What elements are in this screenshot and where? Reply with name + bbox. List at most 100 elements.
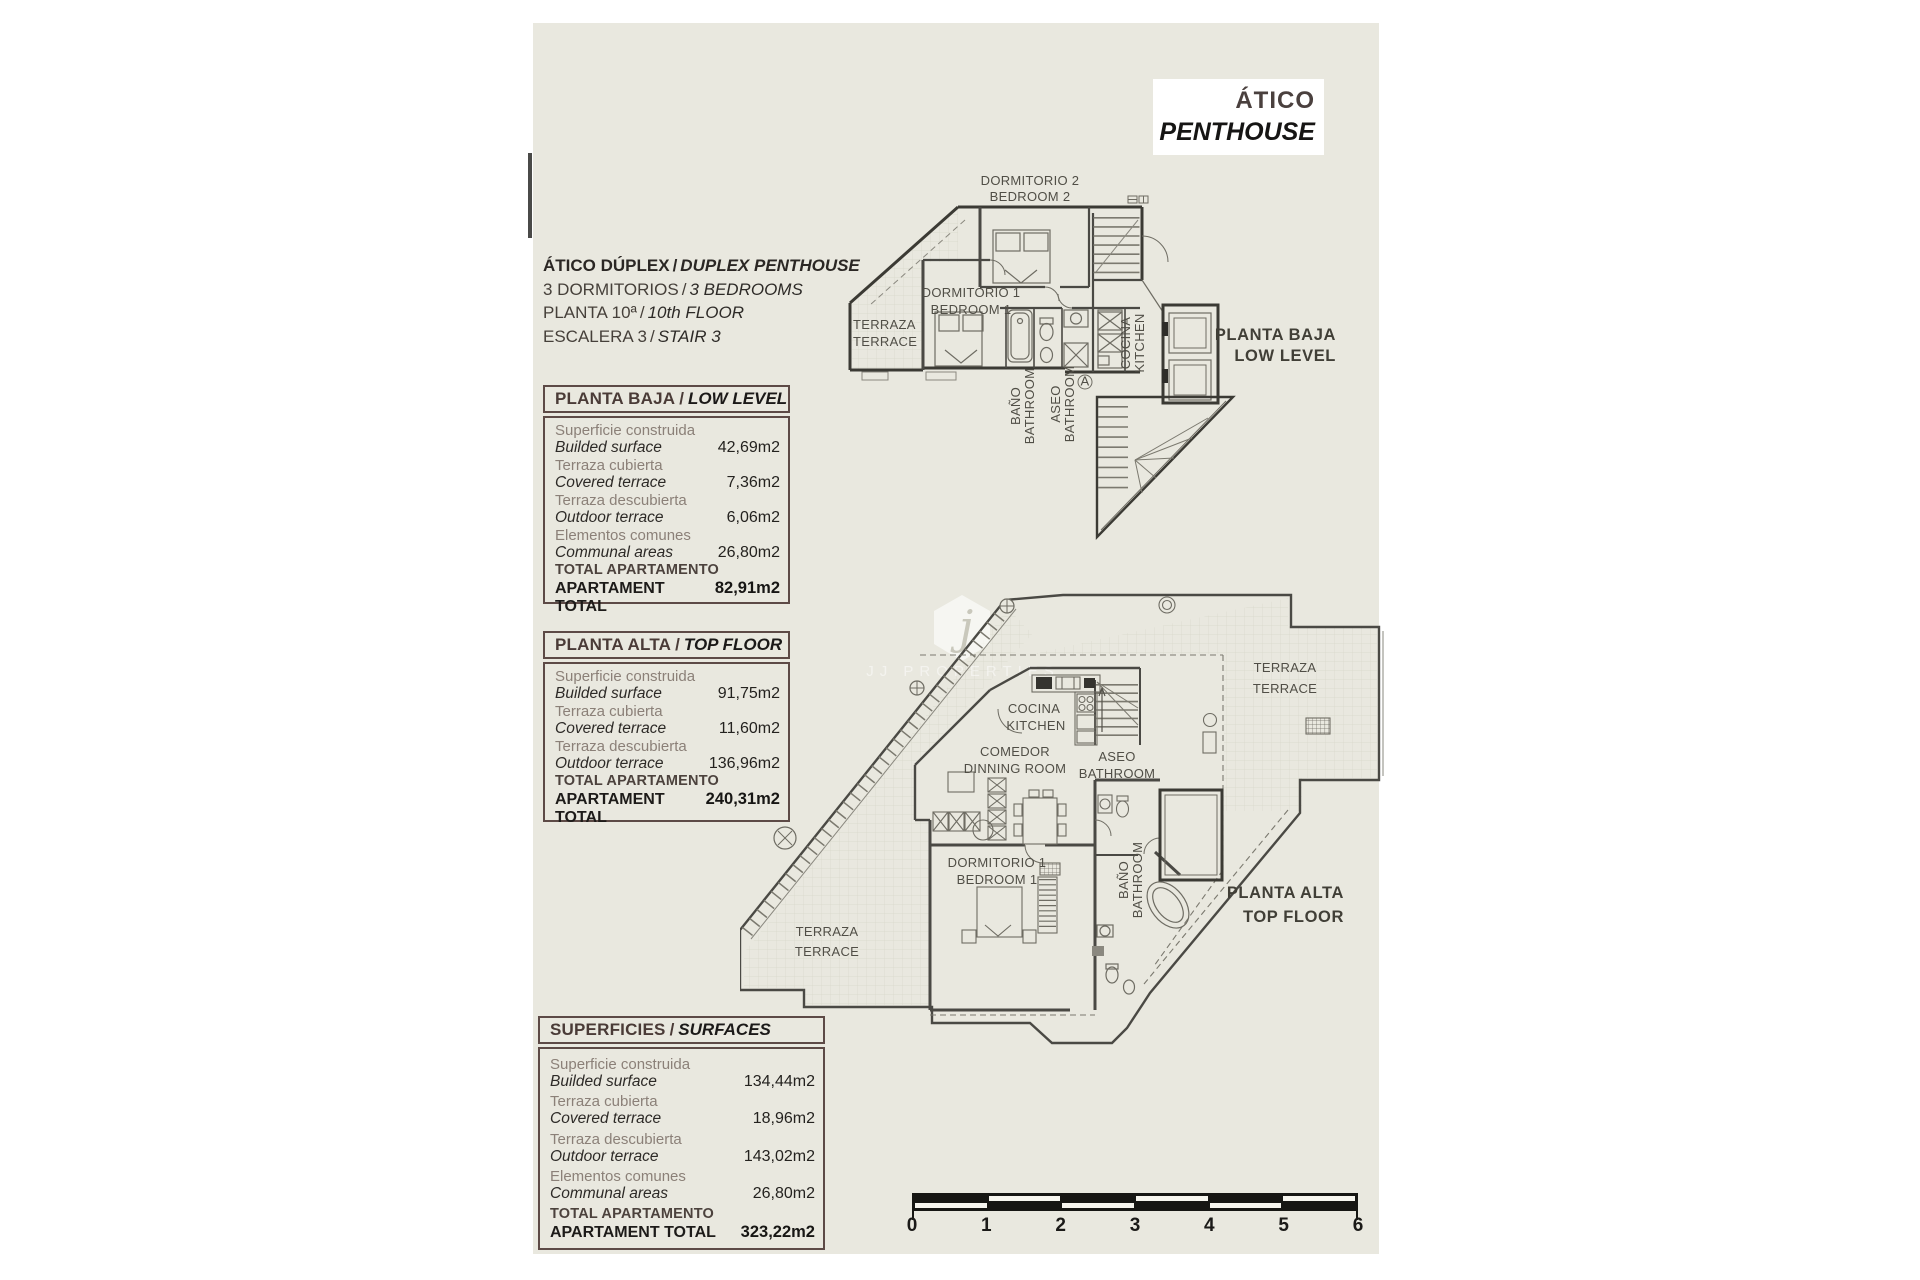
plan-caption: LOW LEVEL: [1234, 347, 1336, 365]
floor-plan-top-floor: j JJ PROPERTIES: [740, 593, 1384, 1045]
title-box: ÁTICO PENTHOUSE: [1153, 79, 1324, 155]
aseo-fixtures: [1097, 794, 1161, 855]
communal-stairs-icon: [741, 598, 1017, 940]
plan-caption: PLANTA ALTA: [1227, 884, 1344, 902]
title-english: PENTHOUSE: [1159, 118, 1315, 146]
dining-label: COMEDOR: [980, 744, 1050, 759]
kitchen-label: KITCHEN: [1132, 313, 1147, 372]
scale-label: 5: [1278, 1215, 1289, 1236]
toilet-icon: [1039, 317, 1054, 364]
page-edge-mark: [528, 153, 532, 238]
stairs-icon: [1093, 217, 1140, 278]
room-labels: DORMITORIO 2 BEDROOM 2 DORMITORIO 1 BEDR…: [853, 173, 1147, 444]
elevator-shaft: [1158, 788, 1224, 882]
sink-icon: [1063, 309, 1089, 328]
table-header: SUPERFICIES/SURFACES: [538, 1016, 825, 1044]
bedroom-furniture: [961, 862, 1061, 944]
bedroom2-label: DORMITORIO 2: [981, 173, 1080, 188]
door-arc: [989, 235, 1169, 309]
table-header: PLANTA ALTA/TOP FLOOR: [543, 631, 790, 659]
elevator-icon: [1161, 303, 1220, 405]
terrace-label: TERRAZA: [853, 317, 916, 332]
utility-marks: [1077, 195, 1149, 390]
aseo-label: ASEO: [1048, 385, 1063, 422]
watermark: j JJ PROPERTIES: [866, 595, 1060, 680]
terrace-top-label: TERRACE: [1253, 681, 1317, 696]
scale-label: 2: [1055, 1215, 1066, 1236]
dashed-boundaries: [920, 654, 1289, 1016]
shower-icon: [1063, 342, 1089, 368]
title-spanish: ÁTICO: [1235, 87, 1315, 114]
aseo-label: ASEO: [1098, 749, 1135, 764]
bedroom1-label: BEDROOM 1: [957, 872, 1038, 887]
bed-icon: [934, 311, 984, 367]
aseo-label: BATHROOM: [1062, 366, 1077, 443]
scale-bar-frame: [912, 1193, 1358, 1220]
stair-letter: A: [1081, 374, 1090, 389]
kitchen-label: KITCHEN: [1006, 718, 1065, 733]
kitchen-appliances-icon: [1097, 309, 1123, 369]
bath-label: BATHROOM: [1130, 842, 1145, 919]
watermark-name: JJ PROPERTIES: [866, 663, 1060, 680]
table-top-floor: PLANTA ALTA/TOP FLOOR Superficie constru…: [543, 631, 790, 826]
dining-furniture: [932, 771, 1067, 845]
scale-label: 4: [1204, 1215, 1215, 1236]
bath-fixtures: [1092, 881, 1190, 995]
bedroom1-label: DORMITORIO 1: [948, 855, 1047, 870]
bedroom1-label: BEDROOM 1: [931, 302, 1012, 317]
inner-walls: [913, 666, 1182, 1012]
scale-label: 3: [1129, 1215, 1141, 1236]
bath-label: BAÑO: [1008, 387, 1023, 425]
scale-tick: [1356, 1211, 1358, 1220]
terrace-bottom-label: TERRAZA: [796, 924, 859, 939]
terrace-label: TERRACE: [853, 334, 917, 349]
bed-icon: [992, 229, 1051, 284]
plan-caption: PLANTA BAJA: [1215, 326, 1336, 344]
unit-info-block: ÁTICO DÚPLEX/DUPLEX PENTHOUSE 3 DORMITOR…: [543, 254, 873, 348]
stairwell-triangle: [1095, 395, 1236, 540]
table-surfaces: SUPERFICIES/SURFACES Superficie construi…: [538, 1016, 825, 1250]
floor-plan-low-level: A DORMITORIO 2 BEDROOM 2 DORMITORIO 1 BE…: [848, 173, 1336, 540]
kitchen-label: COCINA: [1118, 317, 1133, 369]
info-line: 3 DORMITORIOS/3 BEDROOMS: [543, 279, 803, 299]
terrace-bottom-label: TERRACE: [795, 944, 859, 959]
terrace-top-label: TERRAZA: [1254, 660, 1317, 675]
terrace-fixtures: [1158, 596, 1331, 754]
scale-label: 6: [1352, 1215, 1364, 1236]
plan-caption: TOP FLOOR: [1243, 908, 1344, 926]
scale-tick: [912, 1211, 914, 1220]
bath-label: BATHROOM: [1022, 368, 1037, 445]
stairs-icon: [1096, 681, 1139, 742]
info-line: PLANTA 10ª/10th FLOOR: [543, 303, 744, 322]
scale-label: 0: [906, 1215, 918, 1236]
terrace-hatch: [744, 598, 1377, 1005]
table-low-level: PLANTA BAJA/LOW LEVEL Superficie constru…: [543, 385, 790, 615]
kitchen-label: COCINA: [1008, 701, 1060, 716]
info-line: ESCALERA 3/STAIR 3: [543, 326, 721, 346]
info-line: ÁTICO DÚPLEX/DUPLEX PENTHOUSE: [543, 256, 860, 275]
door-arc: [997, 708, 1112, 864]
scale-label: 1: [981, 1215, 992, 1236]
room-labels: TERRAZA TERRACE COCINA KITCHEN COMEDOR D…: [795, 660, 1317, 959]
terrace-area: [852, 209, 966, 381]
inner-walls: [921, 207, 1142, 372]
scale-bar: 0 1 2 3 4 5 6: [907, 1193, 1364, 1239]
bedroom1-label: DORMITORIO 1: [922, 285, 1021, 300]
scale-labels: 0 1 2 3 4 5 6: [907, 1215, 1364, 1239]
bedroom2-label: BEDROOM 2: [990, 189, 1071, 204]
table-header: PLANTA BAJA/LOW LEVEL: [543, 385, 790, 413]
dining-label: DINNING ROOM: [964, 761, 1067, 776]
